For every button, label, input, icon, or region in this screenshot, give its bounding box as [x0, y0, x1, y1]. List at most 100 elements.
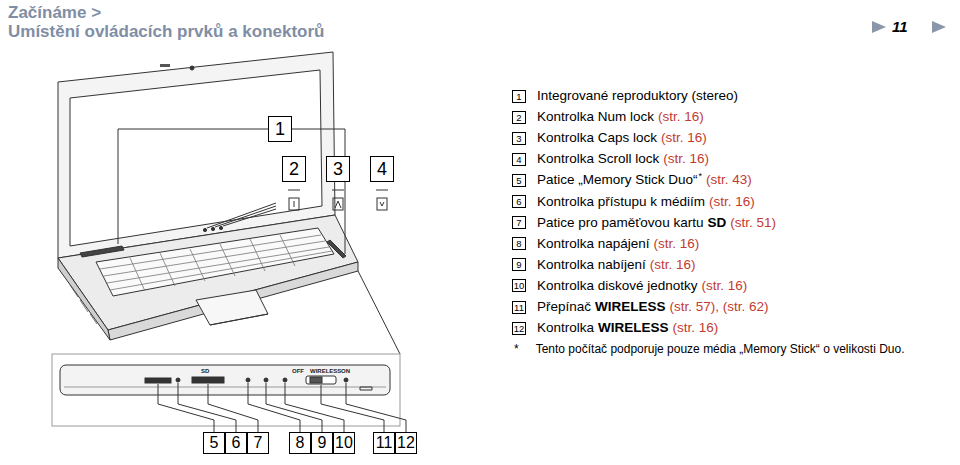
page-nav-arrows [872, 21, 946, 33]
indicator-icons [377, 198, 387, 210]
list-marker: 4 [512, 153, 526, 166]
port-label: OFF [292, 368, 304, 375]
callout-number: 6 [225, 432, 247, 454]
list-marker: 12 [512, 322, 526, 335]
callout-number: 12 [395, 432, 417, 454]
callout-number: 11 [373, 432, 395, 454]
bottom-leaders [208, 384, 258, 432]
page-ref: (str. 16) [702, 277, 748, 295]
page-ref: (str. 43) [706, 171, 752, 189]
laptop [107, 247, 329, 283]
breadcrumb: Začínáme > [8, 3, 101, 22]
list-marker: 3 [512, 132, 526, 145]
callout-number: 8 [289, 432, 311, 454]
callout-number: 5 [203, 432, 225, 454]
item-text: Patice „Memory Stick Duo“ [537, 171, 698, 189]
indicator-icons [380, 202, 384, 206]
bottom-leaders [158, 383, 406, 432]
laptop [110, 251, 332, 290]
side-view [145, 378, 171, 383]
laptop [58, 52, 358, 340]
item-text: Kontrolka Num lock [537, 108, 654, 126]
list-row: 6Kontrolka přístupu k médiím(str. 16) [512, 193, 755, 211]
item-text: Kontrolka Scroll lock [537, 150, 659, 168]
indicator-icons [288, 190, 300, 191]
item-text: Přepínač [537, 298, 591, 316]
callout-number: 4 [370, 156, 394, 182]
laptop [190, 249, 205, 281]
laptop [70, 70, 322, 246]
port-label: WIRELESS [310, 368, 341, 375]
list-marker: 1 [512, 90, 526, 103]
indicator-icons [335, 201, 341, 208]
laptop [210, 314, 268, 325]
item-text: Kontrolka nabíjení [537, 256, 646, 274]
item-text-bold: SD [707, 214, 726, 232]
side-view [176, 378, 180, 382]
port-label: SD [201, 368, 209, 375]
side-view [283, 378, 287, 382]
laptop [220, 244, 235, 276]
footnote-mark: * [514, 340, 519, 358]
list-marker: 2 [512, 111, 526, 124]
list-marker: 6 [512, 195, 526, 208]
laptop [100, 235, 321, 269]
list-marker: 11 [512, 301, 526, 314]
laptop [190, 66, 194, 70]
callout-number: 2 [282, 156, 306, 182]
bottom-leaders [266, 383, 322, 432]
footnote-mark: * [699, 171, 703, 181]
indicator-icons [376, 190, 388, 191]
bottom-leaders [248, 383, 300, 432]
side-view [64, 387, 386, 388]
leader-lines [118, 129, 400, 354]
laptop [160, 253, 175, 286]
laptop [96, 228, 334, 296]
side-view [60, 365, 390, 395]
bottom-leaders [158, 384, 214, 432]
page-ref: (str. 16) [650, 256, 696, 274]
page-ref: (str. 16) [709, 193, 755, 211]
list-row: 10 Kontrolka diskové jednotky(str. 16) [512, 277, 747, 295]
list-marker: 10 [512, 279, 526, 292]
leader-lines [215, 206, 276, 227]
page-nav-arrows [872, 21, 886, 33]
page-ref: (str. 51) [730, 214, 776, 232]
laptop [90, 314, 97, 324]
list-marker: 5 [512, 174, 526, 187]
port-label: ON [341, 368, 350, 375]
side-view [192, 377, 224, 383]
item-text: Kontrolka [537, 319, 594, 337]
bottom-leaders [321, 385, 384, 432]
list-row: 3Kontrolka Caps lock(str. 16) [512, 129, 707, 147]
laptop [327, 240, 346, 258]
list-marker: 7 [512, 216, 526, 229]
laptop [196, 290, 268, 325]
laptop [211, 227, 214, 230]
list-row: 8Kontrolka napájení(str. 16) [512, 235, 699, 253]
page-ref: (str. 16) [661, 129, 707, 147]
laptop [70, 285, 97, 324]
laptop [130, 258, 145, 291]
list-row: 2Kontrolka Num lock(str. 16) [512, 108, 704, 126]
callout-number: 9 [311, 432, 333, 454]
leader-lines [207, 203, 276, 228]
item-text-bold: WIRELESS [595, 298, 666, 316]
callout-number: 10 [333, 432, 355, 454]
item-text: Kontrolka diskové jednotky [537, 277, 698, 295]
page-title: Umístění ovládacích prvků a konektorů [8, 22, 324, 41]
callout-number: 7 [247, 432, 269, 454]
laptop [160, 64, 170, 67]
indicator-icons [332, 190, 344, 191]
leader-lines [292, 129, 345, 254]
page-number: 11 [892, 18, 908, 36]
side-view [360, 387, 372, 390]
indicator-icons [294, 201, 295, 207]
page-ref: (str. 57), (str. 62) [670, 298, 769, 316]
laptop [203, 228, 206, 231]
bottom-leaders [346, 383, 406, 432]
leader-lines [223, 209, 276, 226]
laptop [219, 226, 222, 229]
list-marker: 8 [512, 237, 526, 250]
